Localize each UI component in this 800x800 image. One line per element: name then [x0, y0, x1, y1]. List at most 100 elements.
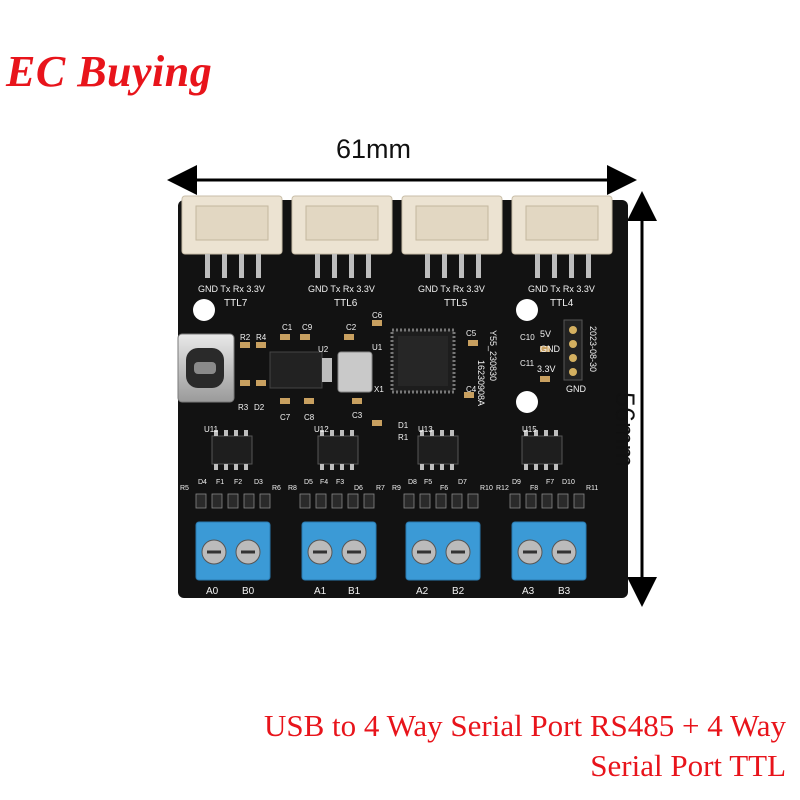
terminal-label-b: B0	[242, 586, 255, 597]
caption-line-2: Serial Port TTL	[590, 748, 786, 783]
terminal-label-b: B1	[348, 586, 361, 597]
rs485-ic	[417, 435, 459, 465]
ttl-connector-3	[401, 195, 503, 278]
terminal-label-a: A2	[416, 586, 429, 597]
component-designator: C4	[466, 385, 477, 394]
component-designator: R7	[376, 485, 385, 492]
component-designator: D10	[562, 479, 575, 486]
component-designator: C8	[304, 413, 315, 422]
component-designator: X1	[374, 385, 384, 394]
caption-line-1: USB to 4 Way Serial Port RS485 + 4 Way	[263, 708, 786, 743]
component-designator: F4	[320, 479, 328, 486]
terminal-label-a: A3	[522, 586, 535, 597]
ttl-connector-2	[291, 195, 393, 278]
ttl-port-label: TTL5	[444, 298, 468, 309]
terminal-block-3	[511, 521, 587, 581]
brand-logo: EC Buying	[6, 47, 213, 96]
main-chip	[390, 328, 456, 394]
component-designator: F8	[530, 485, 538, 492]
ic-label: U13	[418, 425, 433, 434]
ttl-pin-label: GND Tx Rx 3.3V	[198, 284, 265, 294]
ttl-port-label: TTL6	[334, 298, 358, 309]
component-designator: D1	[398, 421, 409, 430]
component-designator: C1	[282, 323, 293, 332]
ttl-pin-label: GND Tx Rx 3.3V	[308, 284, 375, 294]
component-designator: R10	[480, 485, 493, 492]
component-designator: D9	[512, 479, 521, 486]
component-designator: D6	[354, 485, 363, 492]
component-designator: D7	[458, 479, 467, 486]
component-designator: R8	[288, 485, 297, 492]
chip-code: Y55_230830	[488, 330, 498, 381]
ic-label: U11	[204, 425, 219, 434]
header-pin-label: GND	[540, 344, 561, 354]
component-designator: C5	[466, 329, 477, 338]
rs485-ic	[317, 435, 359, 465]
component-designator: C3	[352, 411, 363, 420]
component-designator: R4	[256, 333, 267, 342]
terminal-label-b: B2	[452, 586, 465, 597]
ttl-port-label: TTL4	[550, 298, 574, 309]
rs485-ic	[521, 435, 563, 465]
component-designator: F6	[440, 485, 448, 492]
component-designator: F5	[424, 479, 432, 486]
terminal-label-a: A1	[314, 586, 327, 597]
component-designator: U1	[372, 343, 383, 352]
terminal-label-b: B3	[558, 586, 571, 597]
component-designator: R2	[240, 333, 251, 342]
terminal-block-0	[195, 521, 271, 581]
component-designator: F3	[336, 479, 344, 486]
width-label: 61mm	[336, 134, 412, 164]
product-caption: USB to 4 Way Serial Port RS485 + 4 Way S…	[264, 706, 786, 786]
header-pin-label: GND	[566, 384, 587, 394]
component-designator: R5	[180, 485, 189, 492]
component-designator: D3	[254, 479, 263, 486]
component-designator: C10	[520, 333, 535, 342]
ttl-pin-label: GND Tx Rx 3.3V	[418, 284, 485, 294]
component-designator: R6	[272, 485, 281, 492]
component-designator: C11	[520, 359, 535, 368]
component-designator: D5	[304, 479, 313, 486]
rs485-ic	[211, 435, 253, 465]
component-designator: D4	[198, 479, 207, 486]
mounting-hole	[193, 299, 215, 321]
component-designator: F7	[546, 479, 554, 486]
terminal-block-1	[301, 521, 377, 581]
component-designator: C6	[372, 311, 383, 320]
component-designator: C7	[280, 413, 291, 422]
protection-components	[195, 493, 585, 509]
component-designator: R3	[238, 403, 249, 412]
terminal-label-a: A0	[206, 586, 219, 597]
component-designator: D2	[254, 403, 265, 412]
ic-label: U12	[314, 425, 329, 434]
usb-c-port	[177, 333, 235, 403]
component-designator: C9	[302, 323, 313, 332]
component-designator: U2	[318, 345, 329, 354]
ttl-port-label: TTL7	[224, 298, 248, 309]
pin-header	[563, 319, 583, 381]
ttl-connector-1	[181, 195, 283, 278]
mounting-hole	[516, 391, 538, 413]
ttl-pin-label: GND Tx Rx 3.3V	[528, 284, 595, 294]
terminal-block-2	[405, 521, 481, 581]
component-designator: R11	[586, 485, 598, 492]
ttl-connector-4	[511, 195, 613, 278]
header-pin-label: 3.3V	[537, 364, 556, 374]
crystal-oscillator	[337, 351, 373, 393]
component-designator: C2	[346, 323, 357, 332]
height-label: 56mm	[610, 392, 640, 468]
ic-label: U15	[522, 425, 537, 434]
header-pin-label: 5V	[540, 329, 551, 339]
component-designator: R1	[398, 433, 409, 442]
serial-code: 16230908A	[476, 360, 486, 406]
component-designator: F1	[216, 479, 224, 486]
component-designator: D8	[408, 479, 417, 486]
mounting-hole	[516, 299, 538, 321]
voltage-regulator	[269, 351, 332, 389]
component-designator: R9	[392, 485, 401, 492]
component-designator: F2	[234, 479, 242, 486]
component-designator: R12	[496, 485, 509, 492]
date-code: 2023-08-30	[588, 326, 598, 372]
